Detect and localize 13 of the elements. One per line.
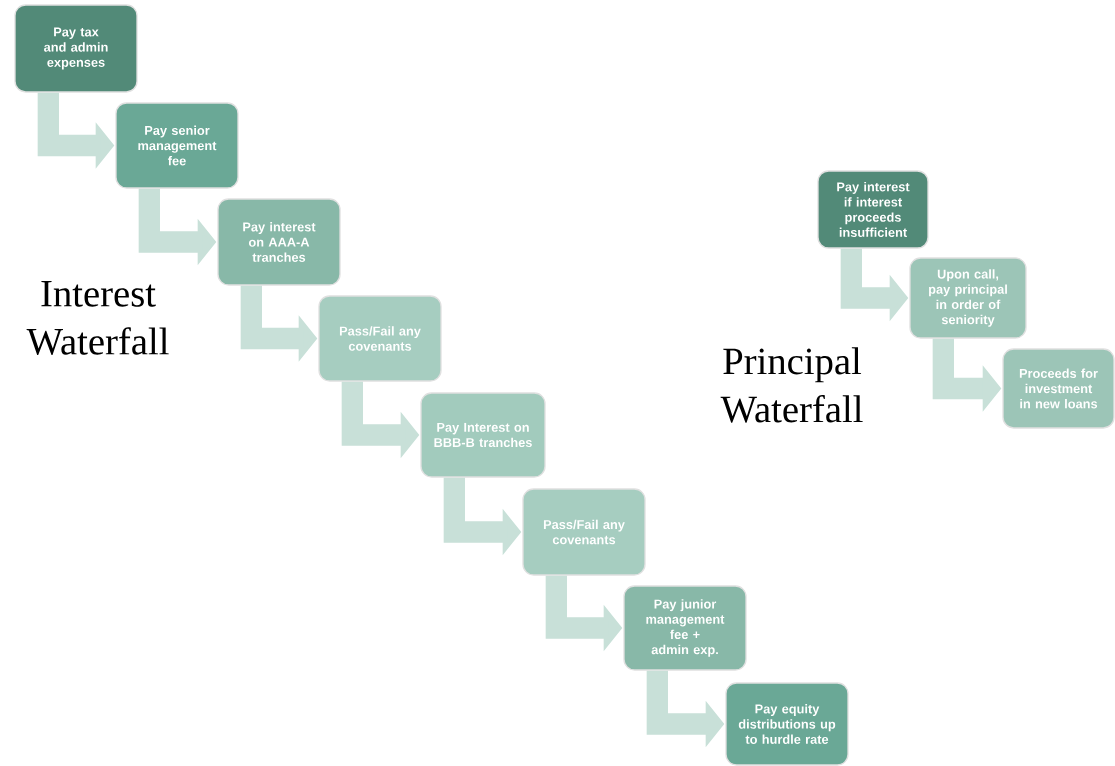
process-box: Upon call, pay principal in order of seniority [909, 257, 1027, 339]
process-box: Pay Interest on BBB-B tranches [420, 392, 546, 478]
section-title: Interest Waterfall [26, 281, 169, 355]
process-box: Pass/Fail any covenants [318, 295, 442, 382]
process-box: Pay junior management fee + admin exp. [623, 585, 747, 671]
section-title: Principal Waterfall [720, 347, 863, 423]
process-box: Pay tax and admin expenses [14, 4, 138, 93]
process-box: Proceeds for investment in new loans [1002, 348, 1115, 429]
process-box: Pay interest if interest proceeds insufficient [817, 170, 929, 249]
process-box: Pay interest on AAA-A tranches [217, 198, 341, 286]
process-box: Pay senior management fee [115, 102, 239, 189]
process-box: Pass/Fail any covenants [522, 488, 646, 576]
process-box: Pay equity distributions up to hurdle rate [725, 682, 849, 766]
